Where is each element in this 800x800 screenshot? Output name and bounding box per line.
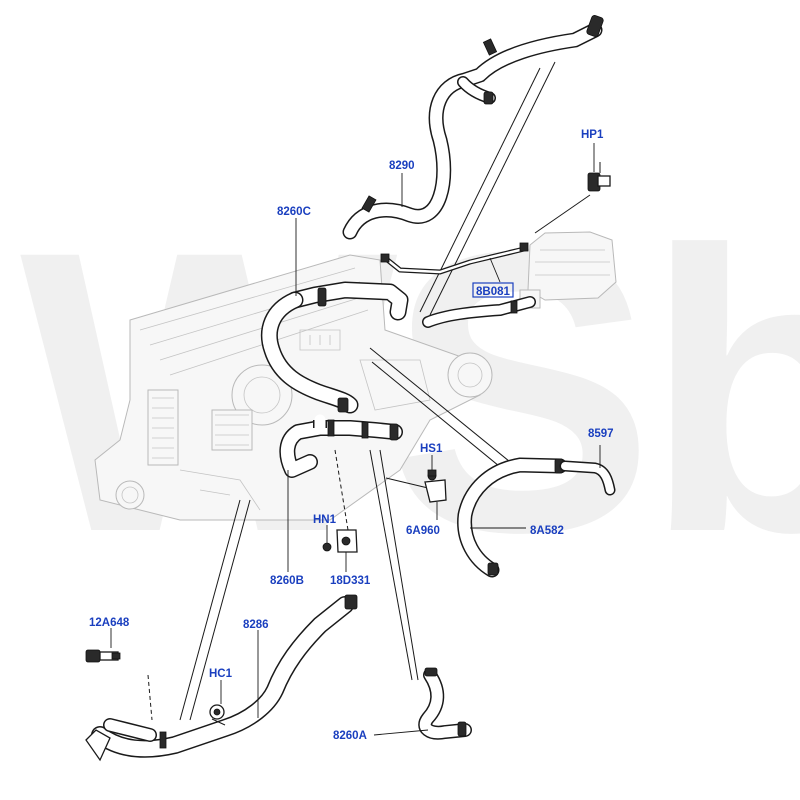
hose-8260a bbox=[418, 667, 472, 740]
reference-lines bbox=[147, 61, 591, 721]
label-hp1: HP1 bbox=[581, 129, 604, 141]
label-hc1: HC1 bbox=[209, 668, 233, 680]
part-hp1 bbox=[587, 162, 611, 192]
label-8260a: 8260A bbox=[333, 730, 367, 742]
clip-hc1 bbox=[209, 704, 226, 726]
label-6a960: 6A960 bbox=[406, 525, 440, 537]
part-18d331 bbox=[322, 529, 358, 553]
label-hn1: HN1 bbox=[313, 514, 337, 526]
label-8b081: 8B081 bbox=[476, 286, 510, 298]
label-8260b: 8260B bbox=[270, 575, 304, 587]
label-8290: 8290 bbox=[389, 160, 415, 172]
sensor-12a648 bbox=[85, 649, 121, 663]
tank-outlet-hose bbox=[422, 296, 536, 328]
label-18d331: 18D331 bbox=[330, 575, 371, 587]
callout-labels: HP1 8290 8260C 8B081 8597 HS1 6A960 8A58… bbox=[89, 129, 614, 742]
hose-8286 bbox=[85, 594, 358, 762]
label-8a582: 8A582 bbox=[530, 525, 564, 537]
label-hs1: HS1 bbox=[420, 443, 443, 455]
label-8286: 8286 bbox=[243, 619, 269, 631]
hose-8260b bbox=[279, 414, 403, 478]
pipe-8b081 bbox=[380, 242, 529, 283]
expansion-tank bbox=[519, 231, 617, 309]
hose-8597 bbox=[559, 445, 616, 496]
label-8260c: 8260C bbox=[277, 206, 311, 218]
highlight-box-8b081 bbox=[472, 282, 514, 298]
label-12a648: 12A648 bbox=[89, 617, 130, 629]
engine-radiator-assembly bbox=[94, 254, 493, 521]
hose-8260c bbox=[260, 281, 409, 414]
hose-8a582 bbox=[457, 457, 568, 578]
label-8597: 8597 bbox=[588, 428, 614, 440]
hose-8290 bbox=[342, 14, 604, 240]
